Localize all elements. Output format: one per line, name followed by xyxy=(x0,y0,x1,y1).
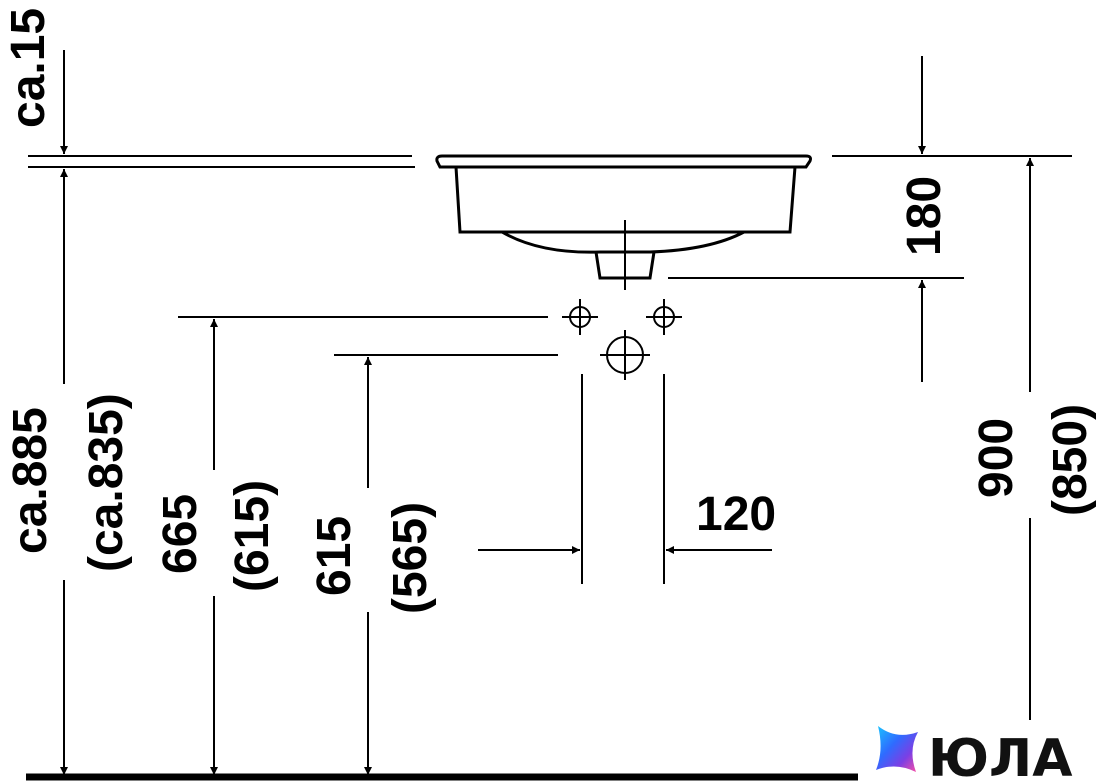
dim-basin-depth-label: 180 xyxy=(898,176,951,256)
yula-logo: ЮЛА xyxy=(876,726,1072,784)
dim-supply-spacing-label: 120 xyxy=(696,488,776,541)
dim-upper-supply-label: 665 xyxy=(154,494,207,574)
dim-waste-height-label-mask xyxy=(310,488,436,612)
dim-overall-left-label: ca.885 xyxy=(4,407,57,554)
dim-waste-height-label: 615 xyxy=(308,516,361,596)
dim-top-gap-label: ca.15 xyxy=(2,8,55,128)
waste-connection xyxy=(600,330,650,380)
dim-upper-supply-label-mask xyxy=(160,470,280,596)
washbasin-profile xyxy=(435,154,812,280)
yula-logo-icon xyxy=(876,726,918,772)
dim-waste-height-alt-label: (565) xyxy=(384,502,437,614)
dim-overall-left-alt-label: (ca.835) xyxy=(80,393,133,572)
supply-connection-left xyxy=(562,299,598,335)
supply-connection-right xyxy=(646,299,682,335)
dim-upper-supply-alt-label: (615) xyxy=(226,480,279,592)
yula-logo-text: ЮЛА xyxy=(928,729,1072,784)
dim-overall-right-label: 900 xyxy=(970,418,1023,498)
dim-overall-right-alt-label: (850) xyxy=(1044,404,1097,516)
dim-overall-left-label-mask xyxy=(20,384,130,580)
dim-overall-right-label-mask xyxy=(976,392,1098,518)
counter-reference-lines xyxy=(28,155,415,168)
